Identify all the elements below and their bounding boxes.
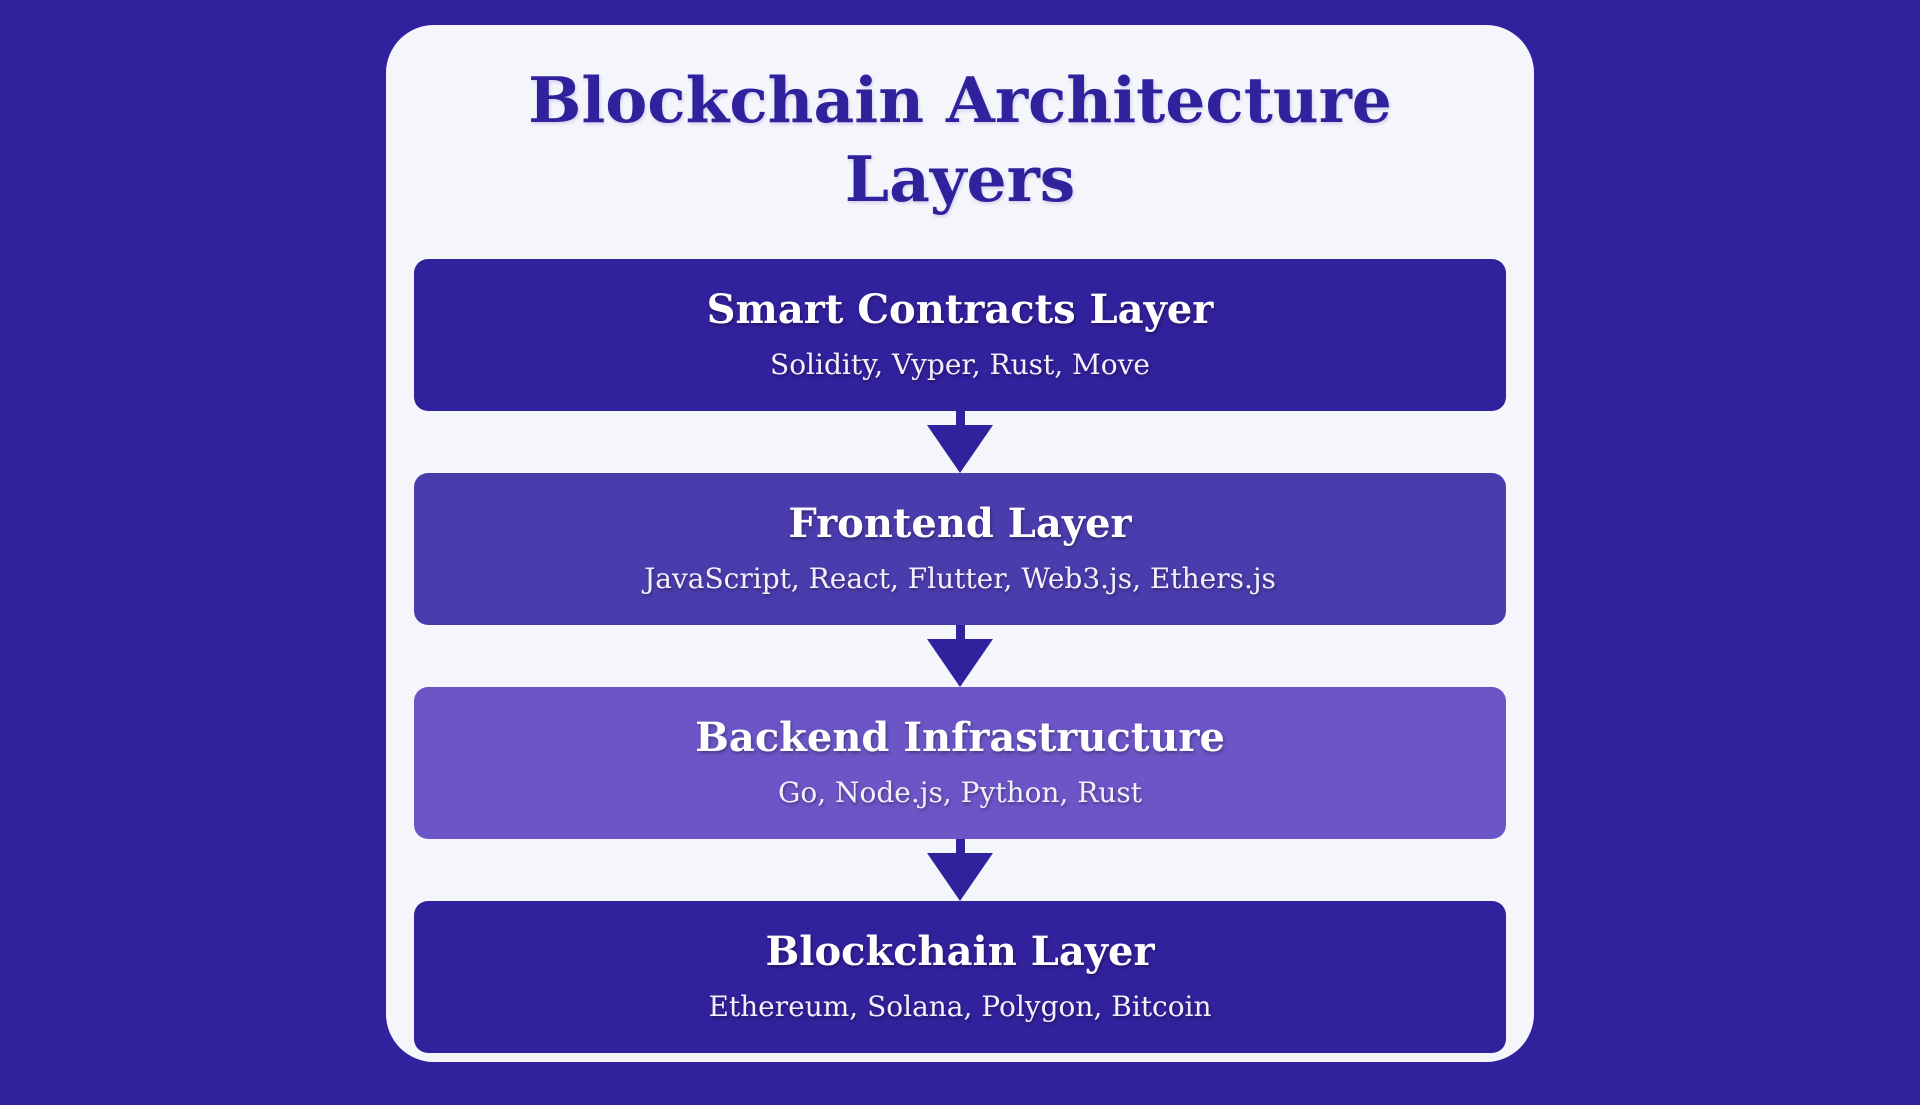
layer-blockchain-title: Blockchain Layer (765, 928, 1155, 975)
arrow-stem (955, 410, 965, 425)
arrow-stem (955, 624, 965, 639)
page-title: Blockchain Architecture Layers (528, 63, 1392, 216)
arrow-head (927, 852, 993, 901)
arrow-head (927, 424, 993, 473)
arrow-down-icon (414, 410, 1506, 473)
arrow-stem (955, 838, 965, 853)
layer-smart-contracts-technologies: Solidity, Vyper, Rust, Move (770, 348, 1150, 381)
layer-blockchain-technologies: Ethereum, Solana, Polygon, Bitcoin (708, 990, 1212, 1023)
arrow-head (927, 638, 993, 687)
layer-stack: Smart Contracts Layer Solidity, Vyper, R… (414, 258, 1506, 1053)
layer-smart-contracts-title: Smart Contracts Layer (706, 286, 1214, 333)
diagram-card: Blockchain Architecture Layers Smart Con… (386, 25, 1534, 1062)
layer-frontend-title: Frontend Layer (788, 500, 1132, 547)
diagram-page: { "title": "Blockchain Architecture Laye… (0, 25, 1920, 1105)
layer-frontend-technologies: JavaScript, React, Flutter, Web3.js, Eth… (644, 562, 1276, 595)
layer-backend-infrastructure: Backend Infrastructure Go, Node.js, Pyth… (414, 686, 1506, 839)
layer-smart-contracts: Smart Contracts Layer Solidity, Vyper, R… (414, 258, 1506, 411)
layer-backend-infrastructure-technologies: Go, Node.js, Python, Rust (778, 776, 1142, 809)
arrow-down-icon (414, 838, 1506, 901)
arrow-down-icon (414, 624, 1506, 687)
layer-backend-infrastructure-title: Backend Infrastructure (695, 714, 1225, 761)
layer-frontend: Frontend Layer JavaScript, React, Flutte… (414, 472, 1506, 625)
layer-blockchain: Blockchain Layer Ethereum, Solana, Polyg… (414, 900, 1506, 1053)
